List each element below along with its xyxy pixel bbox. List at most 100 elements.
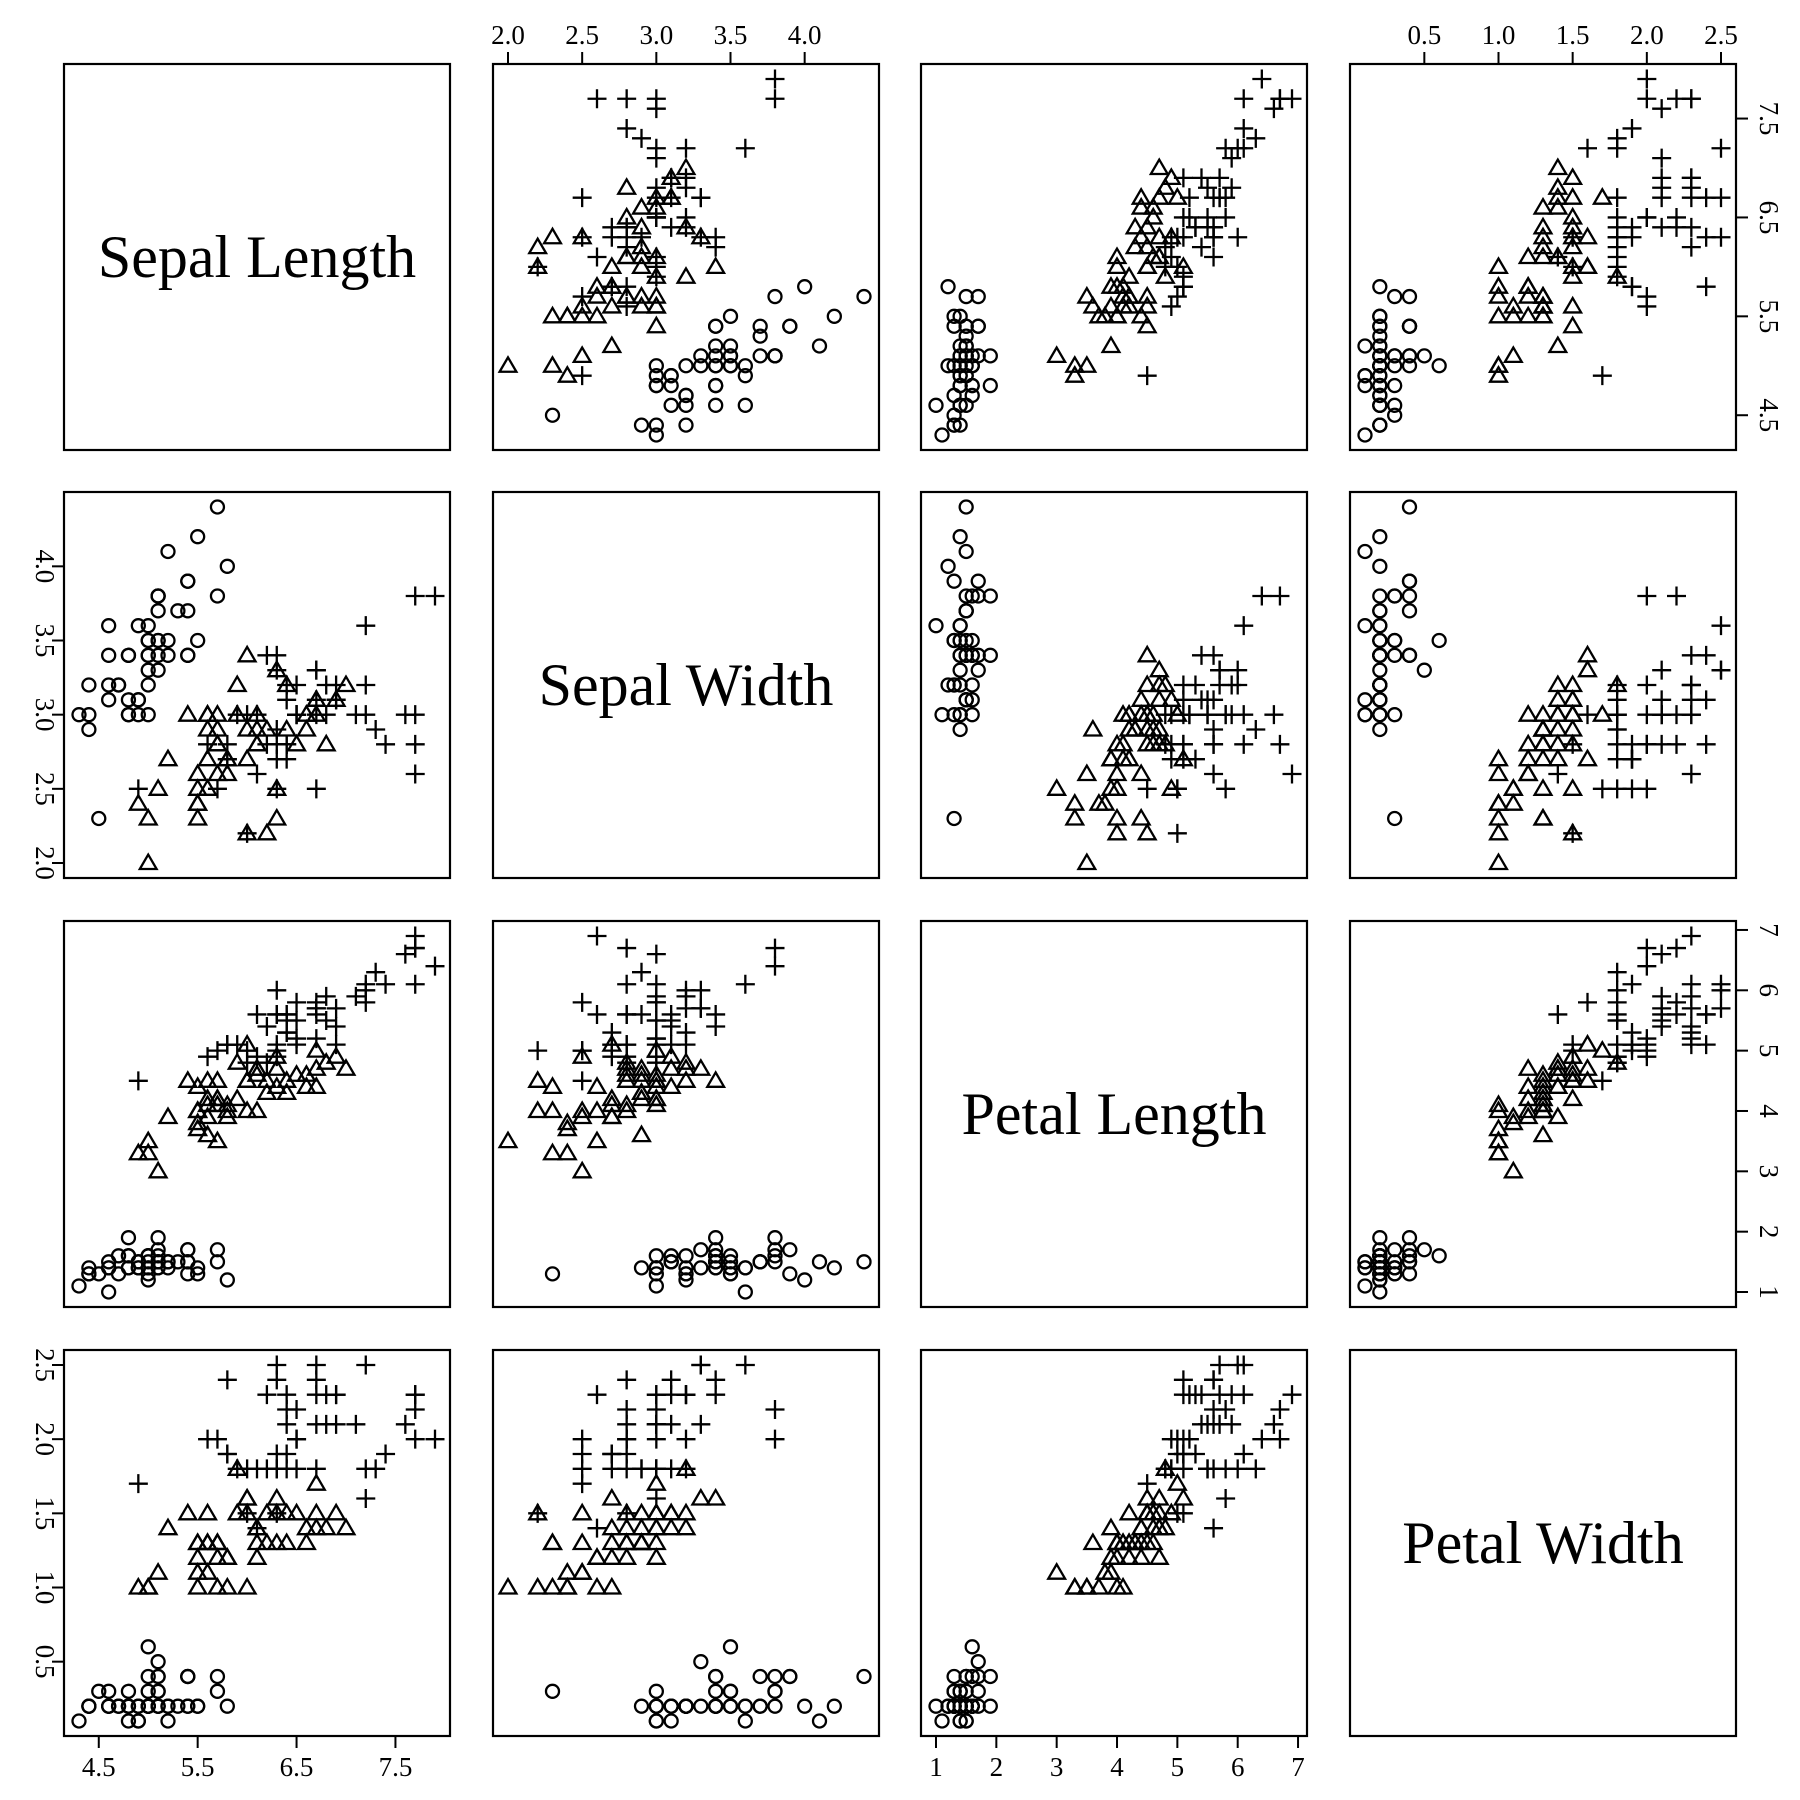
point-plus-23-panel-2-1	[405, 734, 425, 754]
point-plus-33-panel-3-2	[617, 1004, 637, 1024]
point-plus-50-panel-2-1	[227, 705, 247, 725]
point-triangle-46-panel-4-1	[207, 1547, 228, 1565]
point-circle-34-panel-2-4	[1372, 529, 1388, 545]
point-circle-20-panel-1-4	[1387, 348, 1403, 364]
point-triangle-29-panel-2-4	[1562, 718, 1584, 737]
point-triangle-36-panel-1-3	[1136, 256, 1158, 275]
point-plus-50-panel-2-3	[1173, 705, 1193, 725]
point-plus-22-panel-3-4	[1637, 1047, 1657, 1067]
point-triangle-9-panel-3-2	[631, 1064, 652, 1082]
point-triangle-37-panel-2-3	[1148, 689, 1170, 707]
point-plus-45-panel-2-1	[306, 660, 326, 680]
point-plus-36-panel-2-1	[405, 705, 425, 725]
point-triangle-48-panel-2-3	[1124, 718, 1146, 737]
point-triangle-48-panel-3-4	[1532, 1082, 1554, 1101]
point-circle-25-panel-2-1	[120, 647, 137, 663]
point-plus-49-panel-1-3	[1191, 237, 1211, 257]
point-circle-40-panel-1-2	[708, 348, 724, 364]
point-circle-17-panel-2-1	[180, 573, 196, 589]
point-triangle-6-panel-2-3	[1136, 733, 1158, 752]
point-triangle-45-panel-2-3	[1118, 748, 1140, 767]
point-triangle-10-panel-1-4	[1547, 335, 1569, 354]
point-plus-46-panel-1-3	[1179, 188, 1199, 208]
point-plus-37-panel-3-1	[267, 1004, 287, 1024]
point-triangle-8-panel-1-4	[1488, 364, 1509, 383]
point-plus-44-panel-3-1	[316, 986, 336, 1006]
point-circle-43-panel-1-4	[1372, 417, 1388, 433]
x-tick-label-2-3: 3.0	[639, 20, 673, 50]
point-triangle-30-panel-4-3	[1076, 1576, 1098, 1595]
point-triangle-7-panel-2-3	[1148, 659, 1170, 678]
point-circle-31-panel-3-2	[663, 1248, 679, 1264]
point-triangle-49-panel-1-4	[1502, 345, 1524, 364]
point-plus-45-panel-3-2	[691, 998, 711, 1018]
point-triangle-9-panel-3-1	[296, 1064, 317, 1082]
point-plus-31-panel-4-1	[376, 1444, 396, 1464]
point-plus-39-panel-3-4	[1607, 1053, 1627, 1073]
point-circle-43-panel-3-2	[678, 1266, 694, 1282]
point-triangle-18-panel-1-4	[1488, 275, 1509, 294]
point-circle-34-panel-4-2	[826, 1698, 842, 1714]
point-triangle-49-panel-3-1	[147, 1160, 169, 1179]
point-circle-46-panel-1-2	[648, 377, 664, 394]
point-plus-50-panel-3-2	[646, 1035, 666, 1055]
point-plus-31-panel-1-2	[617, 118, 637, 138]
point-plus-36-panel-3-2	[646, 974, 666, 994]
point-triangle-38-panel-1-4	[1532, 226, 1554, 245]
point-circle-14-panel-4-2	[648, 1713, 664, 1729]
point-triangle-38-panel-2-1	[266, 807, 288, 826]
point-plus-36-panel-2-3	[1234, 705, 1254, 725]
point-circle-38-panel-1-2	[737, 368, 753, 384]
point-plus-45-panel-3-4	[1711, 998, 1731, 1018]
point-circle-4-panel-2-1	[101, 692, 117, 708]
point-circle-41-panel-3-2	[722, 1266, 739, 1282]
point-plus-36-panel-1-3	[1234, 89, 1254, 109]
point-plus-22-panel-1-4	[1637, 296, 1657, 316]
point-circle-50-panel-1-4	[1372, 358, 1388, 374]
y-tick-label-3-6: 6	[1754, 984, 1784, 998]
point-triangle-4-panel-3-2	[542, 1100, 563, 1119]
point-circle-38-panel-2-3	[952, 618, 968, 634]
point-triangle-24-panel-4-1	[246, 1547, 268, 1565]
point-circle-24-panel-3-2	[693, 1242, 709, 1258]
point-plus-33-panel-4-1	[277, 1400, 297, 1419]
point-triangle-46-panel-4-2	[645, 1547, 667, 1565]
point-plus-50-panel-4-1	[227, 1459, 247, 1479]
point-plus-19-panel-2-3	[1282, 764, 1302, 784]
point-triangle-6-panel-3-1	[207, 1070, 228, 1088]
point-circle-26-panel-1-2	[648, 358, 664, 374]
point-triangle-31-panel-3-2	[556, 1112, 578, 1131]
point-plus-49-panel-2-1	[257, 645, 277, 665]
point-plus-23-panel-2-3	[1270, 734, 1290, 754]
point-circle-18-panel-1-2	[722, 348, 739, 364]
point-plus-47-panel-2-3	[1167, 779, 1187, 799]
point-circle-40-panel-4-2	[708, 1698, 724, 1714]
point-triangle-36-panel-2-4	[1577, 644, 1598, 663]
point-plus-27-panel-1-3	[1155, 237, 1175, 257]
point-triangle-7-panel-1-3	[1148, 226, 1170, 245]
point-circle-45-panel-4-2	[767, 1668, 783, 1685]
point-circle-25-panel-3-1	[120, 1230, 137, 1246]
point-plus-26-panel-1-2	[676, 138, 696, 158]
point-circle-42-panel-2-1	[91, 810, 107, 827]
panel-frame-4-1	[62, 1348, 452, 1738]
point-triangle-43-panel-3-4	[1517, 1100, 1539, 1119]
point-plus-34-panel-1-4	[1563, 227, 1583, 247]
point-circle-7-panel-4-1	[101, 1683, 117, 1699]
point-triangle-40-panel-3-2	[571, 1100, 593, 1119]
point-circle-47-panel-3-1	[150, 1248, 166, 1264]
point-triangle-18-panel-4-1	[216, 1576, 238, 1595]
point-triangle-14-panel-3-2	[631, 1058, 652, 1076]
point-circle-47-panel-2-1	[150, 588, 166, 604]
point-circle-46-panel-1-3	[952, 377, 968, 394]
point-triangle-18-panel-4-3	[1112, 1576, 1134, 1595]
point-triangle-39-panel-3-2	[645, 1094, 667, 1113]
point-triangle-31-panel-4-3	[1094, 1561, 1116, 1580]
point-circle-35-panel-2-3	[958, 692, 974, 708]
point-circle-49-panel-2-1	[170, 603, 186, 619]
point-plus-38-panel-4-3	[1198, 1459, 1218, 1479]
point-circle-30-panel-3-1	[110, 1248, 127, 1264]
point-plus-48-panel-1-2	[646, 207, 666, 227]
